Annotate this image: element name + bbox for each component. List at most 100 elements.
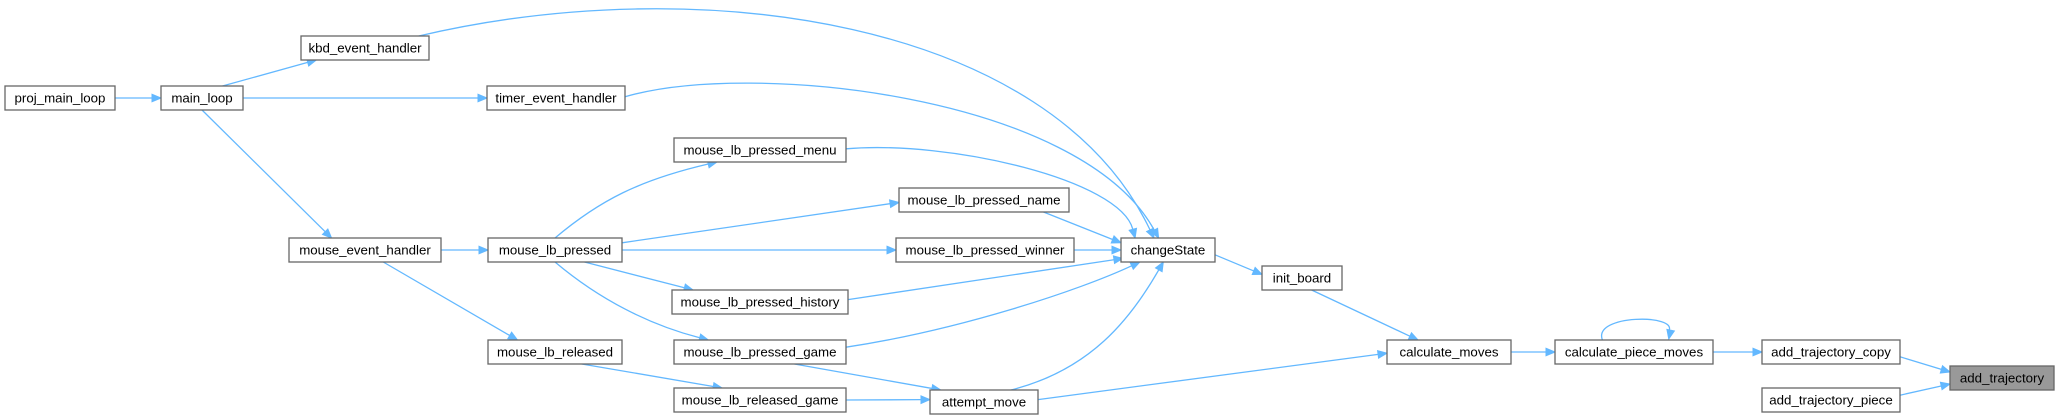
edge-line: [1311, 289, 1411, 337]
edge-calculate_piece_moves-to-calculate_piece_moves: [1601, 318, 1676, 341]
edge-arrowhead: [1545, 347, 1557, 357]
node-label: mouse_lb_pressed_history: [681, 295, 840, 310]
edge-line: [1899, 356, 1942, 371]
edge-main_loop-to-kbd_event_handler: [222, 58, 318, 87]
node-init_board[interactable]: init_board: [1261, 265, 1343, 291]
node-label: add_trajectory_piece: [1769, 393, 1892, 408]
node-box: [486, 85, 626, 111]
edge-line: [1601, 318, 1671, 341]
edge-arrowhead: [888, 199, 901, 209]
node-main_loop[interactable]: main_loop: [160, 85, 244, 111]
edge-line: [418, 8, 1151, 231]
node-mouse_lb_released_game[interactable]: mouse_lb_released_game: [673, 387, 847, 413]
edge-attempt_move-to-calculate_moves: [1037, 349, 1389, 401]
node-label: mouse_lb_released: [497, 345, 613, 360]
edge-arrowhead: [1150, 227, 1160, 240]
node-label: mouse_event_handler: [299, 243, 431, 258]
node-label: add_trajectory_copy: [1771, 345, 1891, 360]
node-box: [895, 237, 1075, 263]
edge-arrowhead: [1111, 245, 1123, 255]
edge-line: [845, 146, 1134, 230]
edge-init_board-to-calculate_moves: [1311, 289, 1420, 341]
edge-line: [624, 82, 1155, 231]
edge-line: [554, 261, 700, 339]
edge-line: [1010, 269, 1160, 391]
node-changeState[interactable]: changeState: [1120, 237, 1216, 263]
edge-mouse_lb_pressed-to-mouse_lb_pressed_menu: [554, 159, 719, 239]
node-calculate_moves[interactable]: calculate_moves: [1386, 339, 1512, 365]
edge-proj_main_loop-to-main_loop: [115, 93, 163, 103]
node-attempt_move[interactable]: attempt_move: [929, 389, 1039, 415]
node-label: attempt_move: [942, 395, 1026, 410]
node-proj_main_loop[interactable]: proj_main_loop: [4, 85, 116, 111]
node-mouse_lb_released[interactable]: mouse_lb_released: [487, 339, 623, 365]
node-label: kbd_event_handler: [308, 41, 422, 56]
edges-layer: [115, 8, 1952, 405]
node-label: mouse_lb_pressed_menu: [683, 143, 836, 158]
node-label: calculate_piece_moves: [1565, 345, 1704, 360]
edge-changeState-to-init_board: [1214, 254, 1264, 275]
node-box: [673, 339, 847, 365]
node-calculate_piece_moves[interactable]: calculate_piece_moves: [1554, 339, 1714, 365]
node-label: timer_event_handler: [495, 91, 617, 106]
edge-line: [382, 261, 511, 337]
node-mouse_event_handler[interactable]: mouse_event_handler: [288, 237, 442, 263]
edge-line: [847, 259, 1115, 301]
edge-mouse_lb_pressed_game-to-changeState: [845, 261, 1141, 348]
node-box: [929, 389, 1039, 415]
node-add_trajectory_piece[interactable]: add_trajectory_piece: [1761, 387, 1901, 413]
edge-line: [794, 363, 933, 390]
node-label: add_trajectory: [1960, 371, 2045, 386]
node-box: [1554, 339, 1714, 365]
edge-calculate_moves-to-calculate_piece_moves: [1511, 347, 1557, 357]
node-add_trajectory[interactable]: add_trajectory: [1949, 365, 2055, 391]
edge-mouse_lb_pressed_name-to-changeState: [1043, 211, 1123, 244]
edge-line: [845, 265, 1132, 348]
edge-line: [1043, 211, 1113, 241]
edge-arrowhead: [1154, 260, 1164, 273]
node-mouse_lb_pressed_history[interactable]: mouse_lb_pressed_history: [671, 289, 849, 315]
node-kbd_event_handler[interactable]: kbd_event_handler: [300, 35, 430, 61]
node-label: mouse_lb_pressed_game: [683, 345, 836, 360]
edge-mouse_lb_pressed_winner-to-changeState: [1074, 245, 1123, 255]
node-mouse_lb_pressed_name[interactable]: mouse_lb_pressed_name: [898, 187, 1070, 213]
edge-add_trajectory_copy-to-add_trajectory: [1899, 356, 1952, 374]
edge-arrowhead: [1939, 381, 1952, 391]
node-box: [673, 137, 847, 163]
edge-line: [222, 61, 308, 87]
edge-calculate_piece_moves-to-add_trajectory_copy: [1713, 347, 1764, 357]
node-box: [1386, 339, 1512, 365]
edge-kbd_event_handler-to-changeState: [418, 8, 1155, 240]
edge-mouse_event_handler-to-mouse_lb_pressed: [441, 245, 490, 255]
node-label: init_board: [1273, 271, 1331, 286]
edge-arrowhead: [1666, 328, 1676, 341]
node-label: mouse_lb_pressed_name: [907, 193, 1060, 208]
node-box: [1261, 265, 1343, 291]
edge-line: [584, 261, 685, 289]
node-box: [673, 387, 847, 413]
node-label: calculate_moves: [1399, 345, 1498, 360]
edge-arrowhead: [477, 93, 489, 103]
node-box: [4, 85, 116, 111]
node-mouse_lb_pressed_menu[interactable]: mouse_lb_pressed_menu: [673, 137, 847, 163]
node-mouse_lb_pressed[interactable]: mouse_lb_pressed: [487, 237, 623, 263]
edge-mouse_lb_pressed_menu-to-changeState: [845, 146, 1138, 240]
edge-mouse_lb_released-to-mouse_lb_released_game: [581, 363, 724, 391]
node-mouse_lb_pressed_winner[interactable]: mouse_lb_pressed_winner: [895, 237, 1075, 263]
node-mouse_lb_pressed_game[interactable]: mouse_lb_pressed_game: [673, 339, 847, 365]
node-timer_event_handler[interactable]: timer_event_handler: [486, 85, 626, 111]
node-label: mouse_lb_released_game: [682, 393, 839, 408]
node-box: [487, 339, 623, 365]
node-box: [1761, 387, 1901, 413]
edge-line: [1214, 254, 1254, 272]
edge-line: [201, 109, 326, 233]
edge-line: [581, 363, 714, 388]
edge-arrowhead: [1128, 227, 1138, 240]
edge-arrowhead: [920, 395, 932, 405]
edge-mouse_lb_pressed-to-mouse_lb_pressed_winner: [622, 245, 898, 255]
edge-arrowhead: [478, 245, 490, 255]
node-box: [1949, 365, 2055, 391]
node-add_trajectory_copy[interactable]: add_trajectory_copy: [1761, 339, 1901, 365]
node-box: [1761, 339, 1901, 365]
